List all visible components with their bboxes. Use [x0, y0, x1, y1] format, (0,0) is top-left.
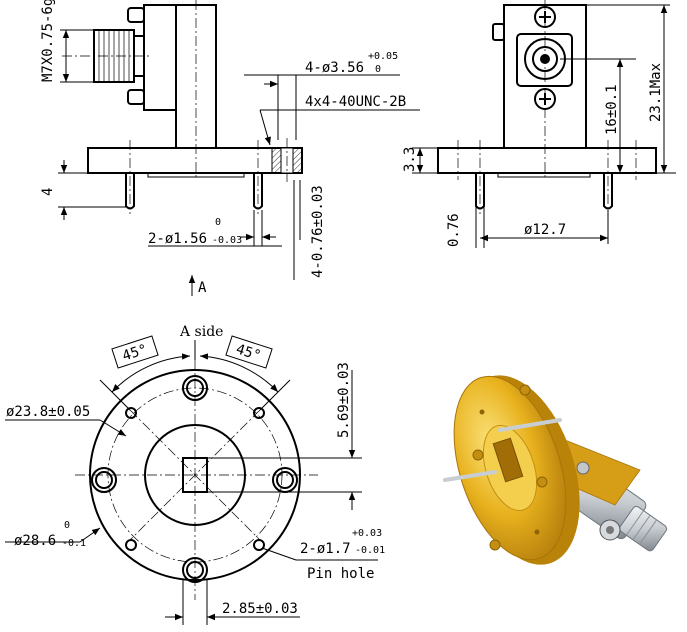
front-view: M7X0.75-6g 4-ø3.56 +0.05 0 4x4-40UNC-2B … [40, 0, 420, 296]
label-thread: M7X0.75-6g [40, 0, 56, 82]
side-view: 3.3 0.76 ø12.7 16±0.1 23.1Max [402, 0, 676, 248]
label-a-side: A side [179, 324, 223, 340]
label-pinhole-dn: -0.01 [355, 545, 385, 556]
pin-hole-ll [125, 539, 137, 551]
label-hole-main: 4-ø3.56 [305, 60, 364, 76]
label-angle-left: 45° [120, 342, 149, 365]
label-dim-286: ø28.6 [14, 533, 56, 549]
side-flange [437, 147, 657, 174]
label-dim-16: 16±0.1 [604, 84, 620, 135]
label-pin-len: 4-0.76±0.03 [310, 185, 326, 278]
angle-box-right [225, 335, 273, 369]
label-pin-dia: 2-ø1.56 [148, 231, 207, 247]
label-dim-286-dn: -0.1 [62, 538, 86, 549]
label-pinhole-up: +0.03 [352, 528, 382, 539]
pin-hole-ur [253, 407, 265, 419]
label-dim-285: 2.85±0.03 [222, 601, 298, 617]
label-pin-dia-up: 0 [215, 217, 221, 228]
label-dim-286-up: 0 [64, 520, 70, 531]
label-screw: 4x4-40UNC-2B [305, 94, 406, 110]
photo-aperture [492, 437, 524, 483]
label-pin-dia-dn: -0.03 [212, 235, 242, 246]
flange-hole-left [91, 467, 117, 493]
front-connector-block [143, 4, 177, 111]
flange-hole-right [272, 467, 298, 493]
front-flange [87, 147, 303, 174]
flange-hole-bottom [182, 557, 208, 583]
label-dim-238: ø23.8±0.05 [6, 404, 90, 420]
label-pinhole-dia: 2-ø1.7 [300, 541, 351, 557]
label-dim-4: 4 [40, 188, 56, 196]
label-dim-076: 0.76 [446, 213, 462, 247]
pin-hole-ul [125, 407, 137, 419]
angle-box-left [111, 335, 159, 369]
a-side-view: A side 45° 45° ø23.8±0.05 ø28.6 0 -0.1 5… [5, 324, 385, 625]
screw-head-bottom [127, 89, 145, 105]
product-photo [443, 375, 668, 565]
label-dim-569: 5.69±0.03 [336, 362, 352, 438]
side-connector-face [516, 33, 573, 87]
label-hole-tol-dn: 0 [375, 64, 381, 75]
label-dim-33: 3.3 [402, 147, 418, 172]
screw-head-top [127, 7, 145, 23]
label-dim-127: ø12.7 [524, 222, 566, 238]
label-arrow-a: A [198, 280, 207, 296]
pin-hole-lr [253, 539, 265, 551]
label-angle-right: 45° [234, 341, 263, 364]
label-hole-tol-up: +0.05 [368, 51, 398, 62]
label-pin-hole: Pin hole [307, 566, 374, 582]
label-dim-231: 23.1Max [648, 63, 664, 122]
